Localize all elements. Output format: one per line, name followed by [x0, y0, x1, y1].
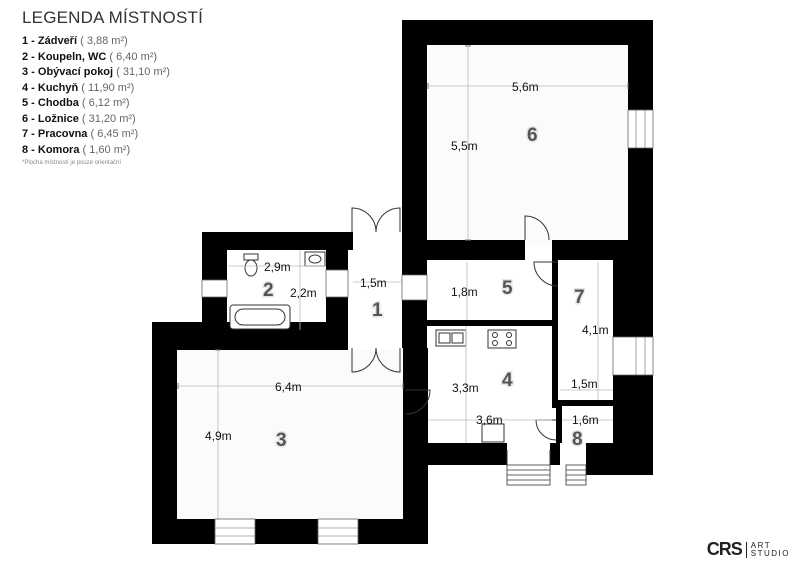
- logo-line-2: STUDIO: [750, 548, 790, 558]
- logo-mark: CRS: [706, 539, 743, 559]
- legend-item-area: ( 3,88 m²): [80, 35, 128, 47]
- legend-item-label: 4 - Kuchyň: [22, 81, 79, 94]
- legend-item-koupelna: 2 - Koupeln, WC ( 6,40 m²): [22, 50, 222, 66]
- legend-item-kuchyn: 4 - Kuchyň ( 11,90 m²): [22, 81, 222, 97]
- room-number-8: 8: [572, 429, 583, 450]
- legend-item-area: ( 31,20 m²): [81, 112, 136, 125]
- walls: [152, 20, 653, 544]
- legend-item-label: 2 - Koupeln, WC: [22, 50, 107, 63]
- legend-item-label: 3 - Obývací pokoj: [22, 66, 114, 78]
- legend-title: LEGENDA MÍSTNOSTÍ: [22, 8, 203, 27]
- dimension-5-height: 1,8m: [451, 285, 478, 299]
- dimension-2-height: 2,2m: [290, 286, 317, 300]
- legend-item-label: 1 - Zádveří: [22, 35, 78, 47]
- room-number-6: 6: [527, 125, 538, 146]
- legend-item-label: 6 - Ložnice: [22, 112, 79, 125]
- stove-icon: [487, 329, 517, 349]
- legend-item-zadveri: 1 - Zádveří ( 3,88 m²): [22, 34, 222, 50]
- legend-item-area: ( 1,60 m²): [82, 143, 131, 156]
- room-legend: LEGENDA MÍSTNOSTÍ 1 - Zádveří ( 3,88 m²)…: [22, 8, 222, 166]
- dimension-4-height: 3,3m: [452, 381, 479, 395]
- legend-item-area: ( 6,45 m²): [90, 128, 139, 140]
- sink-icon: [304, 251, 326, 267]
- kitchen-sink-icon: [435, 329, 467, 347]
- dimension-3-width: 6,4m: [275, 380, 302, 394]
- windows: [201, 109, 654, 545]
- legend-item-area: ( 31,10 m²): [116, 66, 170, 78]
- toilet-icon: [243, 253, 259, 277]
- legend-item-area: ( 6,12 m²): [81, 97, 130, 109]
- dimension-7-width: 1,5m: [571, 377, 598, 391]
- legend-item-label: 5 - Chodba: [22, 97, 79, 109]
- legend-item-label: 7 - Pracovna: [22, 128, 88, 140]
- legend-item-area: ( 6,40 m²): [109, 50, 158, 63]
- dimension-2-width: 2,9m: [264, 260, 291, 274]
- dimension-7-height: 4,1m: [582, 323, 609, 337]
- legend-item-chodba: 5 - Chodba ( 6,12 m²): [22, 96, 222, 112]
- legend-item-obyvaci-pokoj: 3 - Obývací pokoj ( 31,10 m²): [22, 65, 222, 81]
- dimension-6-width: 5,6m: [512, 80, 539, 94]
- room-floors: [172, 45, 628, 520]
- room-numbers: 1 2 3 4 5 6 7 8: [262, 124, 587, 453]
- dimension-6-height: 5,5m: [451, 139, 478, 153]
- legend-item-label: 8 - Komora: [22, 143, 80, 156]
- room-number-3: 3: [276, 430, 287, 451]
- room-number-1: 1: [372, 300, 383, 321]
- crs-art-studio-logo: CRS ART STUDIO: [707, 539, 790, 560]
- legend-item-komora: 8 - Komora ( 1,60 m²): [22, 143, 222, 159]
- dimension-lines: [177, 45, 629, 520]
- dimension-3-height: 4,9m: [205, 429, 232, 443]
- legend-note: *Plocha místností je pouze orientační: [22, 160, 122, 166]
- bathtub-icon: [229, 304, 291, 330]
- dimension-1-width: 1,5m: [360, 276, 387, 290]
- dimension-4-width: 3,6m: [476, 413, 503, 427]
- entrance-steps: [506, 464, 587, 486]
- dimension-8-width: 1,6m: [572, 413, 599, 427]
- legend-item-pracovna: 7 - Pracovna ( 6,45 m²): [22, 127, 222, 143]
- room-number-5: 5: [502, 278, 513, 299]
- doors: [351, 207, 559, 465]
- room-number-2: 2: [263, 280, 274, 301]
- room-number-4: 4: [502, 370, 513, 391]
- logo-subtitle: ART STUDIO: [745, 540, 790, 558]
- room-number-7: 7: [574, 287, 585, 308]
- fixtures: [229, 251, 517, 443]
- legend-item-area: ( 11,90 m²): [81, 81, 135, 94]
- logo-line-1: ART: [750, 540, 772, 550]
- legend-item-loznice: 6 - Ložnice ( 31,20 m²): [22, 112, 222, 128]
- dimension-labels: 5,6m 5,5m 2,9m 2,2m 1,5m 1,8m 4,1m 1,5m …: [205, 80, 609, 443]
- cabinet-icon: [481, 423, 505, 443]
